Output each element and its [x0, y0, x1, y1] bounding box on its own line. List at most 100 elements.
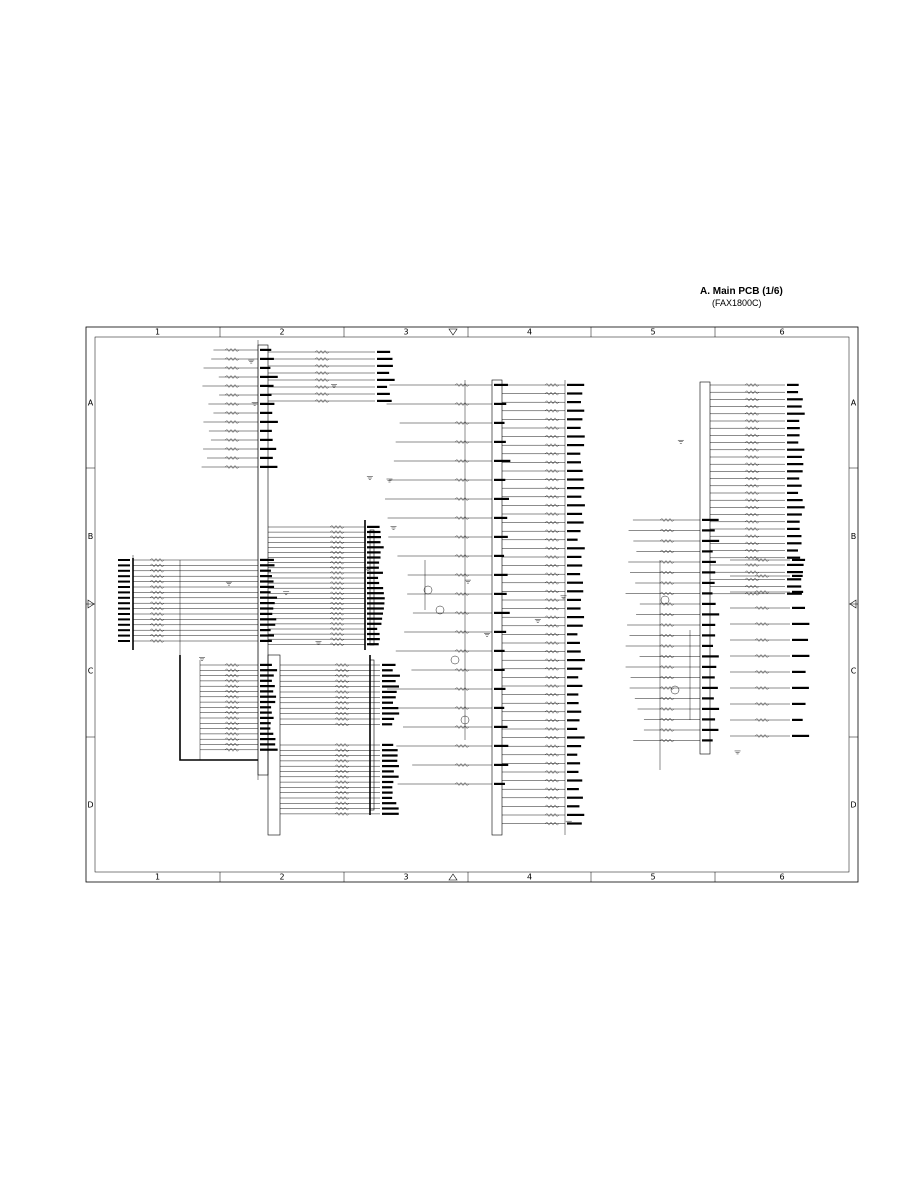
- resistor: [744, 534, 760, 539]
- signal-label: [567, 418, 583, 421]
- resistor: [329, 601, 345, 606]
- resistor: [544, 787, 560, 792]
- column-label-top: 2: [279, 328, 284, 337]
- resistor: [754, 606, 770, 610]
- column-label-bottom: 1: [155, 873, 160, 882]
- signal-label: [260, 690, 274, 693]
- pin-label: [118, 634, 130, 637]
- column-label-bottom: 2: [279, 873, 284, 882]
- signal-label: [787, 578, 802, 581]
- resistor: [659, 633, 675, 638]
- resistor: [334, 806, 350, 811]
- signal-label: [260, 623, 276, 626]
- center-marker-right: [849, 599, 857, 609]
- signal-label: [377, 399, 392, 402]
- signal-label: [567, 770, 579, 773]
- resistor: [544, 641, 560, 645]
- resistor: [329, 540, 345, 545]
- resistor: [224, 668, 240, 673]
- ground-symbol: [390, 526, 397, 530]
- signal-label: [367, 622, 382, 625]
- signal-label: [787, 592, 802, 595]
- resistor: [744, 505, 760, 510]
- signal-label: [567, 616, 585, 619]
- signal-label: [382, 780, 394, 784]
- resistor: [744, 498, 760, 503]
- pin-label: [118, 618, 130, 621]
- resistor: [744, 527, 760, 531]
- resistor: [224, 689, 240, 694]
- signal-label: [567, 684, 583, 687]
- signal-label: [702, 718, 716, 721]
- resistor: [314, 385, 330, 389]
- signal-label: [567, 641, 580, 644]
- resistor: [544, 546, 560, 551]
- ground-symbol: [283, 591, 290, 595]
- signal-label: [567, 547, 585, 550]
- resistor: [224, 732, 240, 736]
- ic-blocks: [257, 344, 711, 836]
- signal-label: [702, 623, 716, 626]
- signal-label: [787, 477, 800, 480]
- resistor: [224, 679, 240, 683]
- resistor: [754, 590, 770, 594]
- ground-symbol: [386, 478, 393, 483]
- resistor: [334, 759, 350, 763]
- signal-label: [382, 690, 397, 693]
- signal-label: [567, 796, 583, 799]
- ground-symbol: [366, 476, 373, 480]
- resistor: [544, 598, 560, 602]
- resistor: [224, 694, 240, 699]
- signal-label: [787, 527, 800, 530]
- signal-label: [260, 348, 272, 351]
- signal-label: [702, 655, 719, 658]
- resistor: [329, 616, 345, 621]
- signal-label: [494, 497, 509, 500]
- ground-symbol: [251, 402, 258, 406]
- resistor: [544, 623, 560, 628]
- signal-label: [792, 702, 806, 705]
- signal-label: [567, 805, 580, 808]
- signal-label: [567, 573, 581, 576]
- signal-label: [260, 366, 271, 369]
- resistor: [544, 658, 560, 663]
- ic-block: [699, 381, 711, 755]
- signal-label: [382, 765, 399, 768]
- resistor: [544, 580, 560, 585]
- resistor: [224, 673, 240, 678]
- signal-label: [494, 478, 506, 481]
- resistor: [744, 390, 760, 395]
- resistor: [454, 478, 470, 482]
- signal-label: [567, 521, 584, 524]
- resistor: [454, 497, 470, 501]
- resistor: [149, 617, 165, 622]
- resistor: [149, 639, 165, 643]
- signal-label: [702, 560, 716, 563]
- signal-label: [787, 383, 799, 386]
- pin-label: [118, 564, 130, 567]
- signal-label: [260, 384, 274, 387]
- signal-label: [702, 592, 713, 595]
- signal-label: [382, 754, 398, 757]
- signal-label: [494, 592, 507, 595]
- resistor: [454, 763, 470, 767]
- transistor-symbol: [435, 605, 445, 615]
- resistor: [544, 443, 560, 448]
- signal-label: [792, 718, 803, 721]
- column-label-bottom: 6: [779, 873, 784, 882]
- resistor: [314, 364, 330, 368]
- resistor: [744, 440, 760, 445]
- signal-label: [494, 630, 507, 633]
- signal-label: [702, 539, 720, 542]
- signal-label: [787, 484, 802, 487]
- signal-label: [367, 587, 384, 590]
- signal-label: [260, 569, 271, 572]
- resistor: [544, 529, 560, 534]
- resistor: [224, 456, 240, 460]
- resistor: [544, 744, 560, 749]
- resistor: [334, 706, 350, 711]
- resistor: [754, 734, 770, 738]
- resistor: [334, 801, 350, 806]
- signal-label: [377, 378, 395, 381]
